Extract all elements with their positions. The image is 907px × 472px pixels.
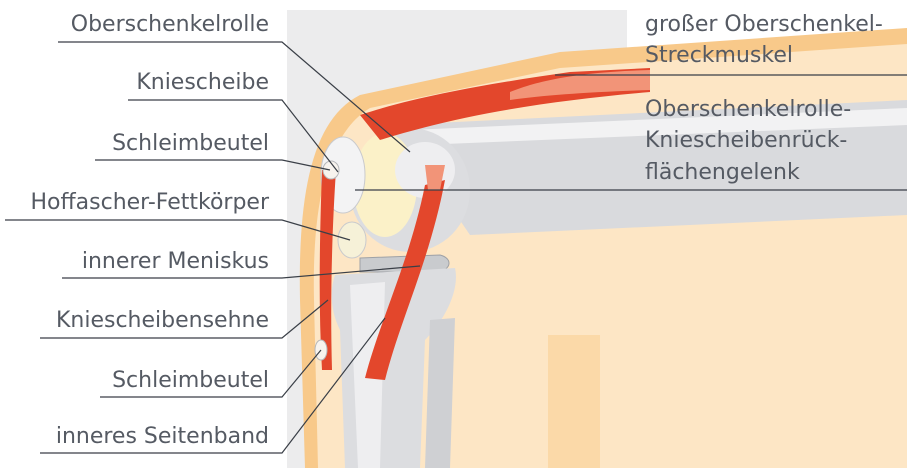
label-kniescheibe: Kniescheibe bbox=[136, 72, 269, 94]
label-meniskus: innerer Meniskus bbox=[82, 251, 269, 273]
label-streckmuskel-line1: großer Oberschenkel- bbox=[645, 14, 883, 36]
label-oberschenkelrolle: Oberschenkelrolle bbox=[71, 14, 269, 36]
label-seitenband: inneres Seitenband bbox=[56, 426, 269, 448]
hoffa-fat-pad bbox=[338, 222, 366, 258]
fibula bbox=[425, 318, 455, 468]
label-schleimbeutel-unten: Schleimbeutel bbox=[112, 370, 269, 392]
label-streckmuskel-line2: Streckmuskel bbox=[645, 45, 793, 67]
label-hoffa: Hoffascher-Fettkörper bbox=[31, 192, 270, 214]
label-kniescheibensehne: Kniescheibensehne bbox=[56, 310, 269, 332]
label-schleimbeutel-oben: Schleimbeutel bbox=[112, 133, 269, 155]
label-gelenk-line1: Oberschenkelrolle- bbox=[645, 99, 851, 121]
label-gelenk-line3: flächengelenk bbox=[645, 162, 800, 184]
label-gelenk-line2: Kniescheibenrück- bbox=[645, 130, 847, 152]
inner-panel-shadow bbox=[548, 335, 600, 468]
